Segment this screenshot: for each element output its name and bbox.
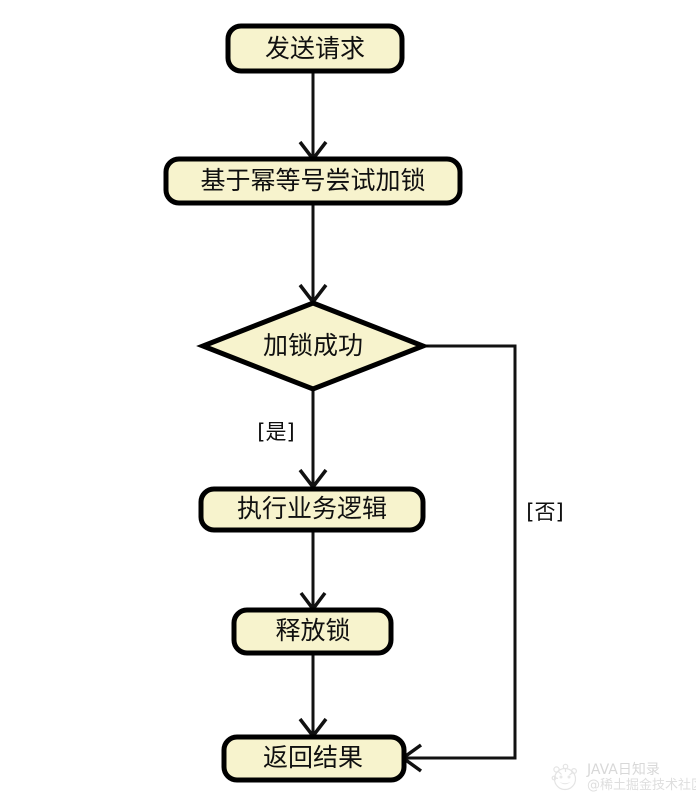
node-shape <box>196 300 430 392</box>
edge-try-lock-to-lock-success <box>298 203 328 305</box>
edge-lock-success-yes-to-execute-business: [是] <box>257 390 328 490</box>
node-shape <box>225 23 405 74</box>
node-label: 基于幂等号尝试加锁 <box>200 166 425 195</box>
edge-release-lock-to-return-result <box>298 653 328 739</box>
node-return-result[interactable]: 返回结果 <box>221 734 407 783</box>
edge-send-request-to-try-lock <box>298 70 328 162</box>
edge-lock-success-no-to-return-result: [否] <box>400 344 564 773</box>
node-label: 执行业务逻辑 <box>237 494 387 523</box>
edge-label-no: [否] <box>526 500 563 524</box>
node-shape <box>231 607 394 656</box>
node-label: 发送请求 <box>265 34 365 63</box>
node-execute-business-logic[interactable]: 执行业务逻辑 <box>198 486 426 533</box>
node-release-lock[interactable]: 释放锁 <box>231 607 394 656</box>
node-label: 返回结果 <box>263 743 363 772</box>
edge-execute-business-to-release-lock <box>299 528 327 612</box>
node-shape <box>198 486 426 533</box>
edge-label-yes: [是] <box>257 420 294 444</box>
node-try-lock-with-idempotency-key[interactable]: 基于幂等号尝试加锁 <box>163 156 463 206</box>
node-shape <box>221 734 407 783</box>
node-label: 释放锁 <box>275 616 350 645</box>
node-send-request[interactable]: 发送请求 <box>225 23 405 74</box>
node-shape <box>163 156 463 206</box>
node-label: 加锁成功 <box>263 331 363 360</box>
node-lock-success-decision[interactable]: 加锁成功 <box>196 300 430 392</box>
edge-line <box>404 344 517 760</box>
